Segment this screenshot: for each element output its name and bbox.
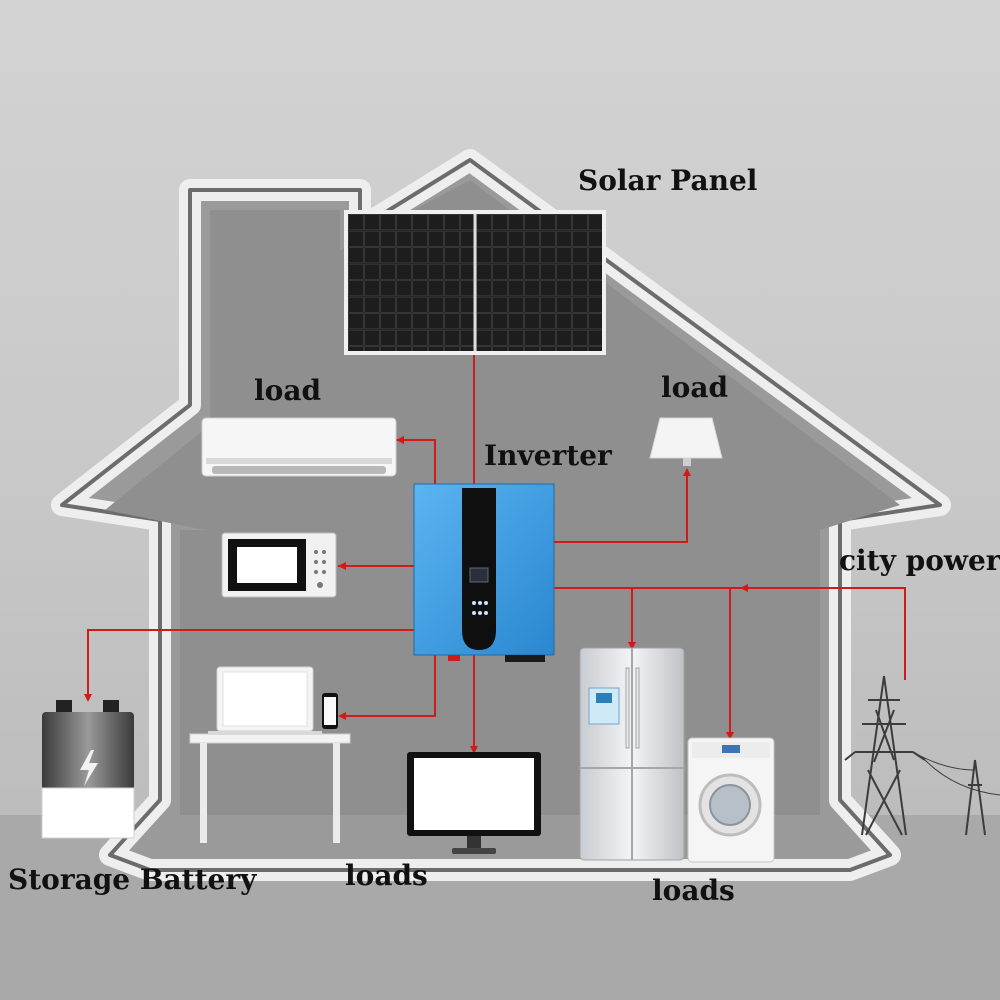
- solar-panel-icon: [344, 210, 606, 355]
- label-solar-panel: Solar Panel: [578, 164, 758, 197]
- battery-icon: [41, 700, 135, 839]
- monitor-icon: [407, 752, 541, 854]
- refrigerator-icon: [579, 647, 685, 861]
- label-loads-right: loads: [652, 874, 735, 907]
- phone-icon: [322, 693, 338, 729]
- wire-arrowheads: [84, 436, 748, 754]
- inverter-icon: [413, 483, 555, 662]
- laptop-icon: [208, 666, 322, 735]
- ceiling-lamp-icon: [649, 417, 723, 466]
- label-storage-battery: Storage Battery: [8, 863, 257, 896]
- label-loads-center: loads: [345, 859, 428, 892]
- label-inverter: Inverter: [484, 439, 612, 472]
- wiring: [87, 352, 906, 752]
- washing-machine-icon: [687, 737, 775, 863]
- label-city-power: city power: [839, 544, 1000, 577]
- air-conditioner-icon: [201, 417, 397, 477]
- label-load-left: load: [254, 374, 322, 407]
- power-tower-icon: [844, 675, 1000, 836]
- label-load-right: load: [661, 371, 729, 404]
- microwave-icon: [221, 532, 337, 598]
